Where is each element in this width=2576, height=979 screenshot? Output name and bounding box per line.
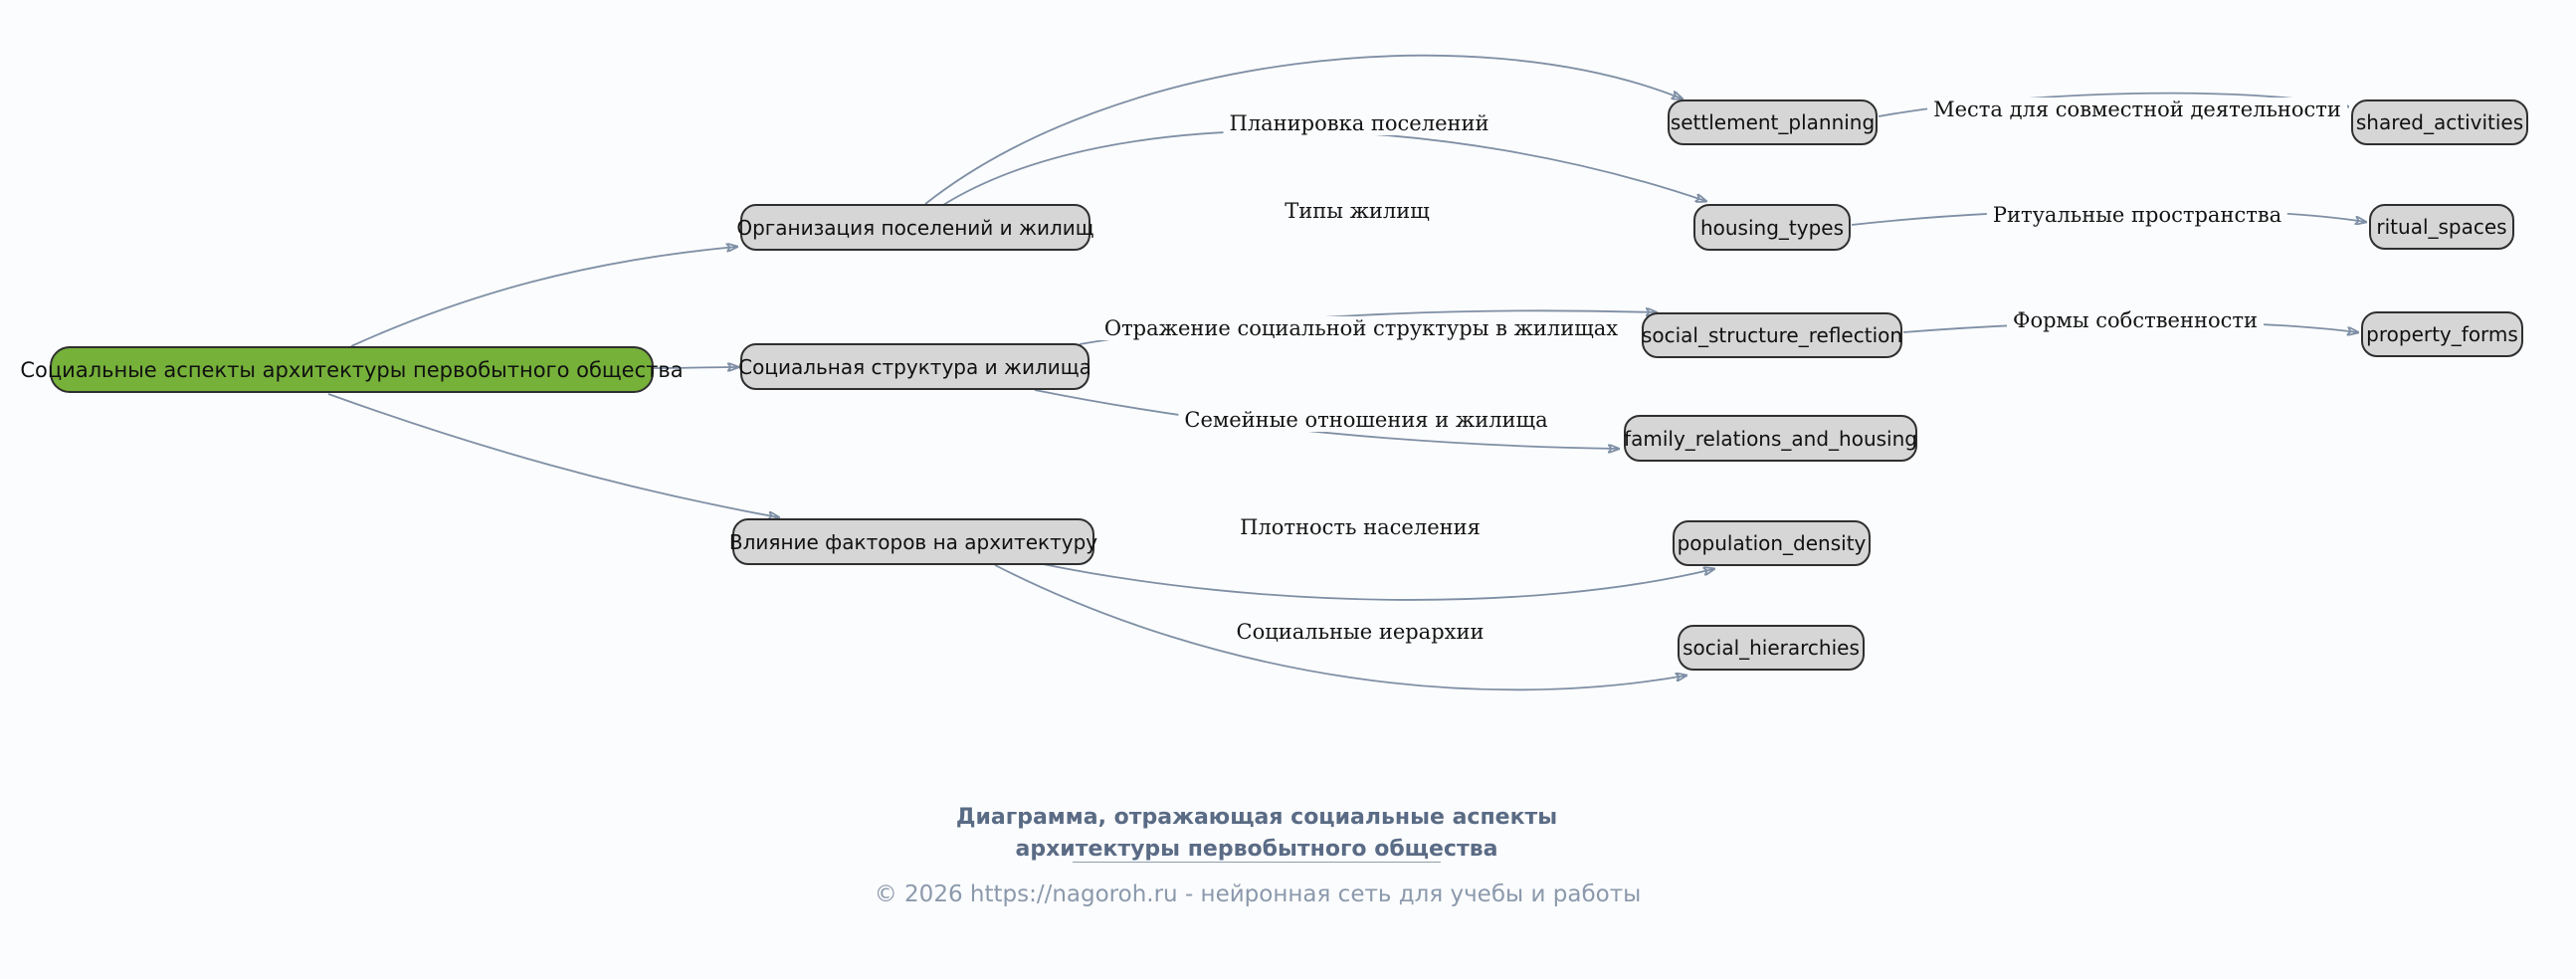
edge-label-social-hierarchies: Социальные иерархии bbox=[1230, 620, 1490, 644]
node-settlement-planning: settlement_planning bbox=[1668, 99, 1878, 145]
edge-label-family-relations: Семейные отношения и жилища bbox=[1178, 408, 1554, 432]
node-factors-influence: Влияние факторов на архитектуру bbox=[729, 518, 1097, 565]
edge-label-housing-types: Типы жилищ bbox=[1279, 199, 1436, 223]
node-social-structure-housing: Социальная структура и жилища bbox=[738, 343, 1091, 390]
edge-root-to-organization bbox=[350, 247, 736, 347]
node-social-hierarchies: social_hierarchies bbox=[1678, 625, 1865, 671]
edge-root-to-social-structure bbox=[653, 367, 737, 368]
edge-label-population-density: Плотность населения bbox=[1234, 515, 1486, 539]
node-housing-types: housing_types bbox=[1693, 204, 1851, 251]
diagram-caption: Диаграмма, отражающая социальные аспекты… bbox=[955, 805, 1558, 862]
edge-label-shared-activities: Места для совместной деятельности bbox=[1927, 98, 2347, 121]
node-settlement-organization: Организация поселений и жилищ bbox=[736, 204, 1094, 251]
edge-factors-to-social-hierarchies bbox=[994, 564, 1685, 691]
node-ritual-spaces: ritual_spaces bbox=[2369, 204, 2514, 250]
edge-label-ritual-spaces: Ритуальные пространства bbox=[1986, 203, 2288, 227]
node-property-forms: property_forms bbox=[2361, 311, 2523, 357]
node-shared-activities: shared_activities bbox=[2351, 99, 2528, 145]
edge-factors-to-population-density bbox=[1042, 563, 1713, 601]
node-root-social-aspects: Социальные аспекты архитектуры первобытн… bbox=[20, 346, 684, 393]
node-family-relations-and-housing: family_relations_and_housing bbox=[1624, 415, 1917, 462]
node-social-structure-reflection: social_structure_reflection bbox=[1642, 312, 1902, 358]
edge-organization-to-housing-types bbox=[942, 129, 1705, 206]
footer-divider bbox=[1073, 862, 1441, 863]
edge-label-property-forms: Формы собственности bbox=[2007, 308, 2264, 332]
edge-organization-to-settlement-planning bbox=[924, 54, 1682, 205]
edge-social-structure-to-family-relations bbox=[1034, 389, 1618, 449]
edge-label-structure-reflection: Отражение социальной структуры в жилищах bbox=[1097, 316, 1625, 340]
node-population-density: population_density bbox=[1673, 520, 1871, 566]
edge-root-to-factors bbox=[327, 393, 778, 517]
copyright-text: © 2026 https://nagoroh.ru - нейронная се… bbox=[874, 881, 1642, 907]
edge-label-settlement-planning: Планировка поселений bbox=[1223, 111, 1495, 135]
